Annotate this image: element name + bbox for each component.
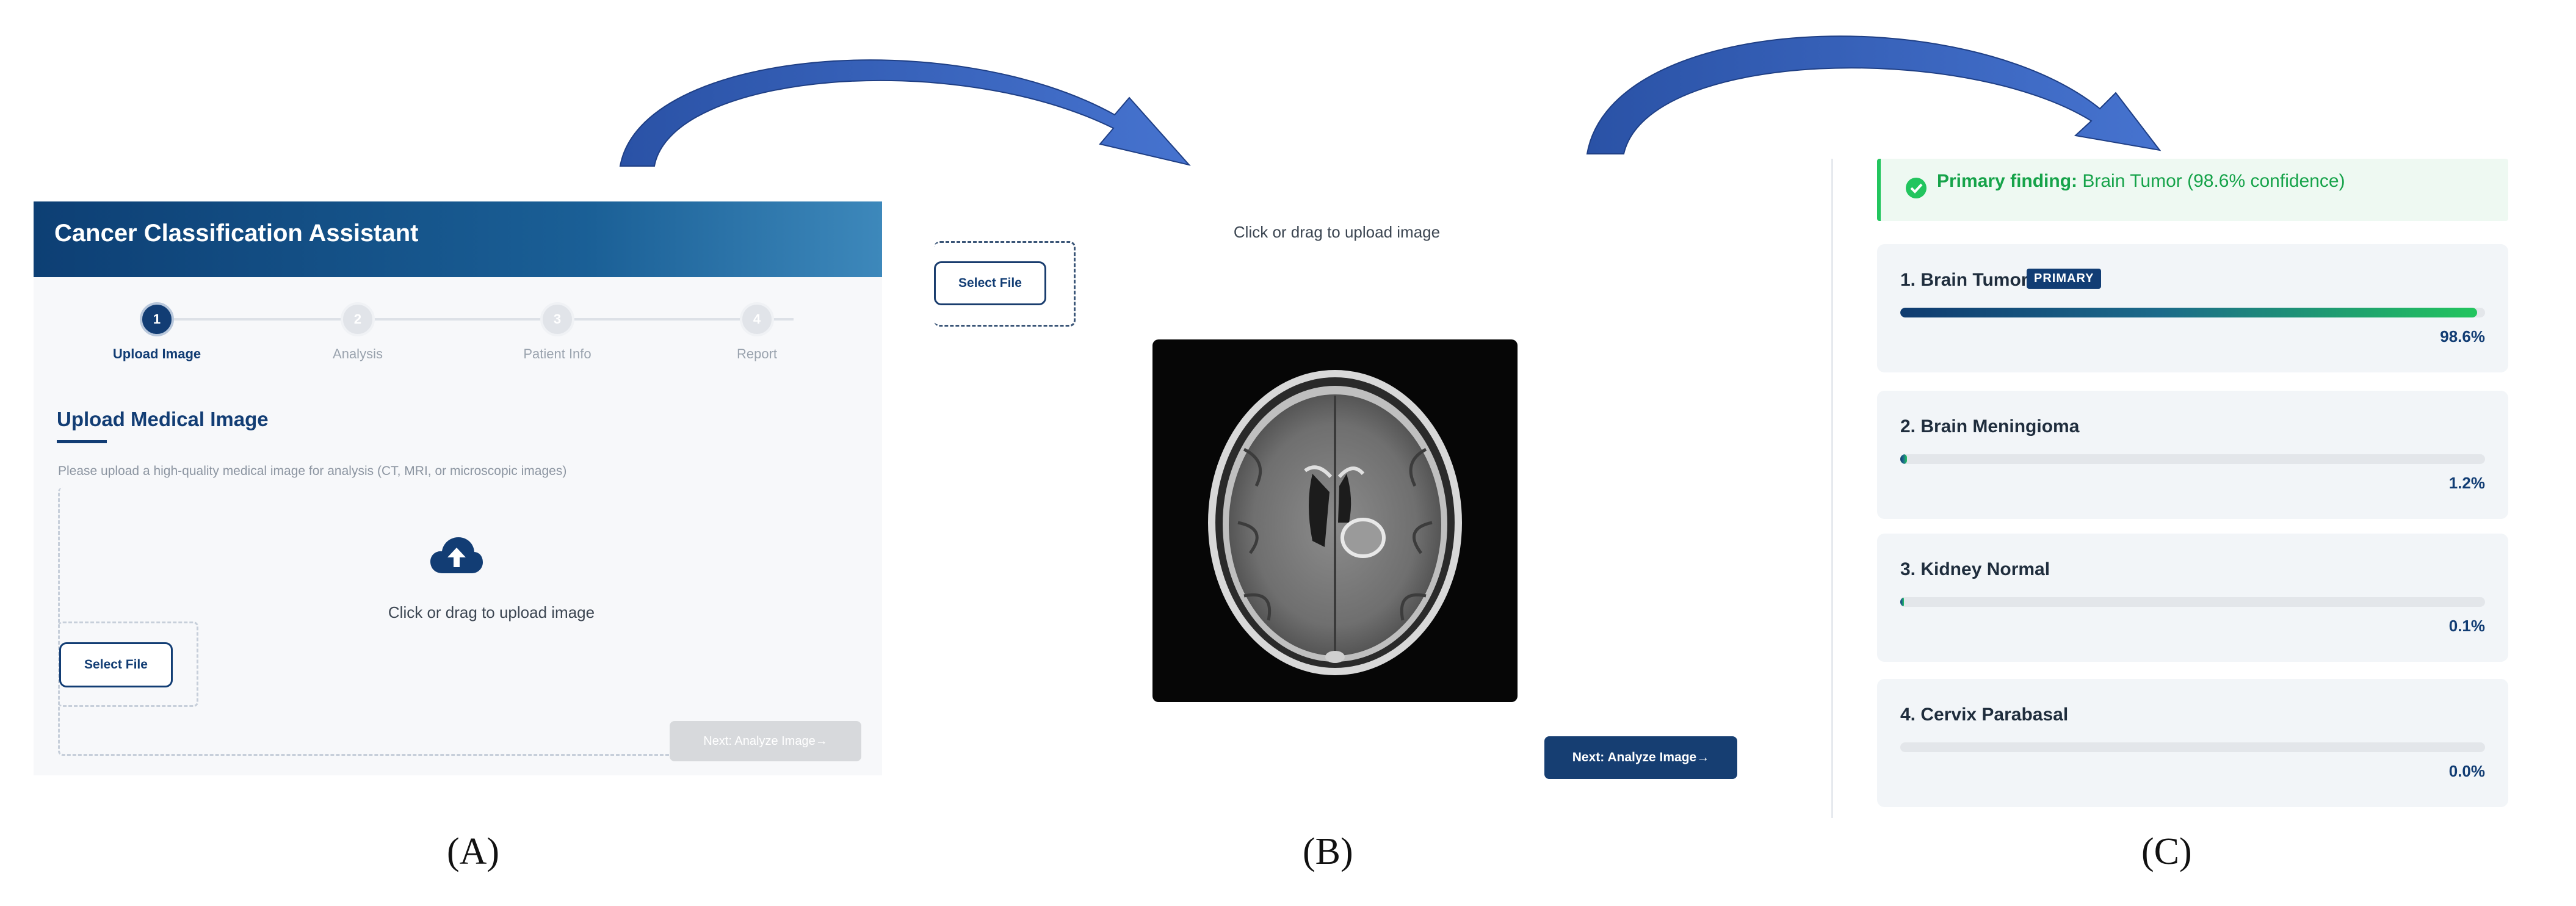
result-card-3: 3. Kidney Normal 0.1%: [1877, 534, 2508, 662]
primary-finding-text: Primary finding: Brain Tumor (98.6% conf…: [1937, 171, 2345, 192]
result-card-4: 4. Cervix Parabasal 0.0%: [1877, 679, 2508, 807]
step-2-label: Analysis: [333, 346, 383, 361]
app-header: Cancer Classification Assistant: [34, 201, 882, 277]
confidence-bar-fill: [1900, 597, 1904, 607]
cloud-upload-icon: [430, 537, 483, 573]
select-file-area: [58, 622, 198, 707]
result-name: 3. Kidney Normal: [1900, 559, 2050, 579]
primary-finding-banner: Primary finding: Brain Tumor (98.6% conf…: [1877, 159, 2508, 221]
panel-label-c: (C): [2141, 831, 2192, 872]
confidence-percent: 0.0%: [2448, 762, 2485, 780]
confidence-bar: [1900, 597, 2485, 607]
mri-image-preview: [1152, 339, 1518, 702]
confidence-percent: 1.2%: [2448, 474, 2485, 492]
flow-arrows: [619, 35, 2162, 167]
check-circle-icon: [1906, 178, 1927, 198]
section-underline: [57, 440, 107, 443]
next-analyze-button[interactable]: Next: Analyze Image→: [1544, 736, 1737, 779]
primary-badge: PRIMARY: [2027, 269, 2102, 289]
select-file-button-b[interactable]: Select File: [934, 261, 1046, 305]
step-1-circle[interactable]: 1: [140, 302, 174, 336]
confidence-bar: [1900, 308, 2485, 317]
confidence-bar: [1900, 742, 2485, 752]
primary-finding-label: Primary finding:: [1937, 171, 2078, 191]
brain-mri-image: [1208, 370, 1462, 675]
step-2-circle[interactable]: 2: [341, 302, 375, 336]
confidence-percent: 98.6%: [2440, 327, 2485, 346]
result-card-1: 1. Brain Tumor PRIMARY 98.6%: [1877, 244, 2508, 372]
panel-label-b: (B): [1303, 831, 1353, 872]
step-1-label: Upload Image: [112, 346, 201, 361]
step-3-circle[interactable]: 3: [540, 302, 574, 336]
result-name: 2. Brain Meningioma: [1900, 416, 2080, 437]
result-name: 1. Brain Tumor: [1900, 270, 2028, 290]
arrow-a-to-b: [619, 59, 1191, 167]
next-analyze-button-disabled[interactable]: Next: Analyze Image→: [670, 721, 861, 761]
stepper-line: [159, 318, 794, 321]
step-3-label: Patient Info: [523, 346, 592, 361]
panel-a-upload-screen: Cancer Classification Assistant 1 2 3 4 …: [34, 201, 882, 775]
result-name: 4. Cervix Parabasal: [1900, 705, 2069, 725]
panel-label-a: (A): [447, 831, 500, 872]
arrow-b-to-c: [1586, 35, 2162, 154]
result-card-2: 2. Brain Meningioma 1.2%: [1877, 391, 2508, 519]
confidence-bar-fill: [1900, 454, 1908, 464]
confidence-bar: [1900, 454, 2485, 464]
confidence-percent: 0.1%: [2448, 617, 2485, 635]
app-title: Cancer Classification Assistant: [54, 220, 419, 247]
drop-instruction-b: Click or drag to upload image: [1233, 223, 1441, 241]
panel-c-results: Primary finding: Brain Tumor (98.6% conf…: [1831, 159, 2552, 818]
drop-instruction: Click or drag to upload image: [388, 603, 595, 622]
step-4-label: Report: [736, 346, 778, 361]
confidence-bar-fill: [1900, 308, 2477, 317]
select-file-button[interactable]: Select File: [59, 642, 173, 687]
section-title: Upload Medical Image: [57, 408, 269, 430]
section-description: Please upload a high-quality medical ima…: [58, 464, 567, 478]
upload-drop-zone[interactable]: [58, 487, 852, 756]
primary-finding-value: Brain Tumor (98.6% confidence): [2082, 171, 2345, 191]
select-file-area-b: [934, 241, 1076, 327]
step-4-circle[interactable]: 4: [740, 302, 774, 336]
